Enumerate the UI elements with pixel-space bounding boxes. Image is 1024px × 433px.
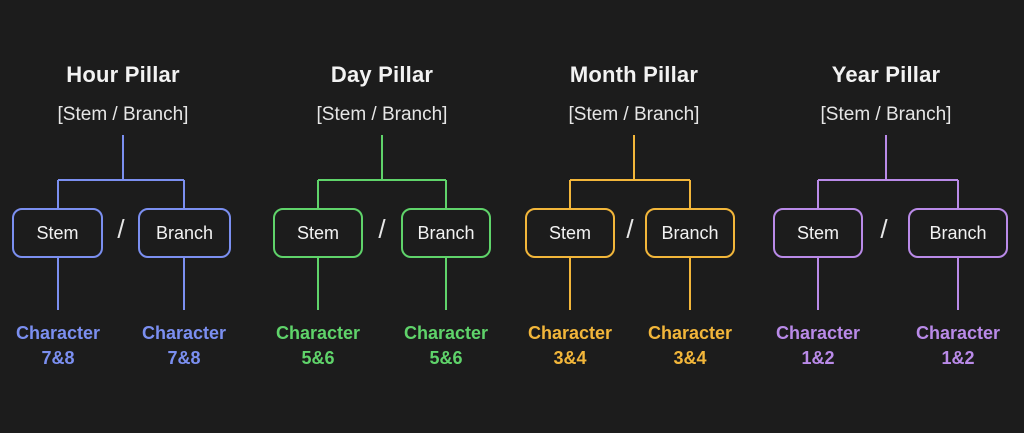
stem-box-month: Stem [525, 208, 615, 258]
separator-month: / [626, 214, 634, 244]
separator-year: / [880, 214, 888, 244]
stem-character-day: Character 5&6 [275, 323, 361, 368]
branch-character-day: Character 5&6 [403, 323, 489, 368]
stem-character-hour: Character 7&8 [15, 323, 101, 368]
stem-box-year: Stem [773, 208, 863, 258]
pillar-title-year: Year Pillar [831, 62, 941, 87]
branch-box-day: Branch [401, 208, 491, 258]
pillar-subtitle-month: [Stem / Branch] [568, 104, 700, 125]
pillar-subtitle-day: [Stem / Branch] [316, 104, 448, 125]
pillar-title-hour: Hour Pillar [66, 62, 180, 87]
branch-box-hour: Branch [138, 208, 231, 258]
pillar-subtitle-year: [Stem / Branch] [820, 104, 952, 125]
branch-character-month: Character 3&4 [647, 323, 733, 368]
stem-box-day: Stem [273, 208, 363, 258]
stem-character-month: Character 3&4 [527, 323, 613, 368]
branch-box-year: Branch [908, 208, 1008, 258]
branch-character-year: Character 1&2 [915, 323, 1001, 368]
pillar-title-month: Month Pillar [569, 62, 699, 87]
pillar-title-day: Day Pillar [330, 62, 434, 87]
branch-box-month: Branch [645, 208, 735, 258]
stem-character-year: Character 1&2 [775, 323, 861, 368]
separator-day: / [378, 214, 386, 244]
separator-hour: / [117, 214, 125, 244]
branch-character-hour: Character 7&8 [141, 323, 227, 368]
pillar-subtitle-hour: [Stem / Branch] [57, 104, 189, 125]
stem-box-hour: Stem [12, 208, 103, 258]
